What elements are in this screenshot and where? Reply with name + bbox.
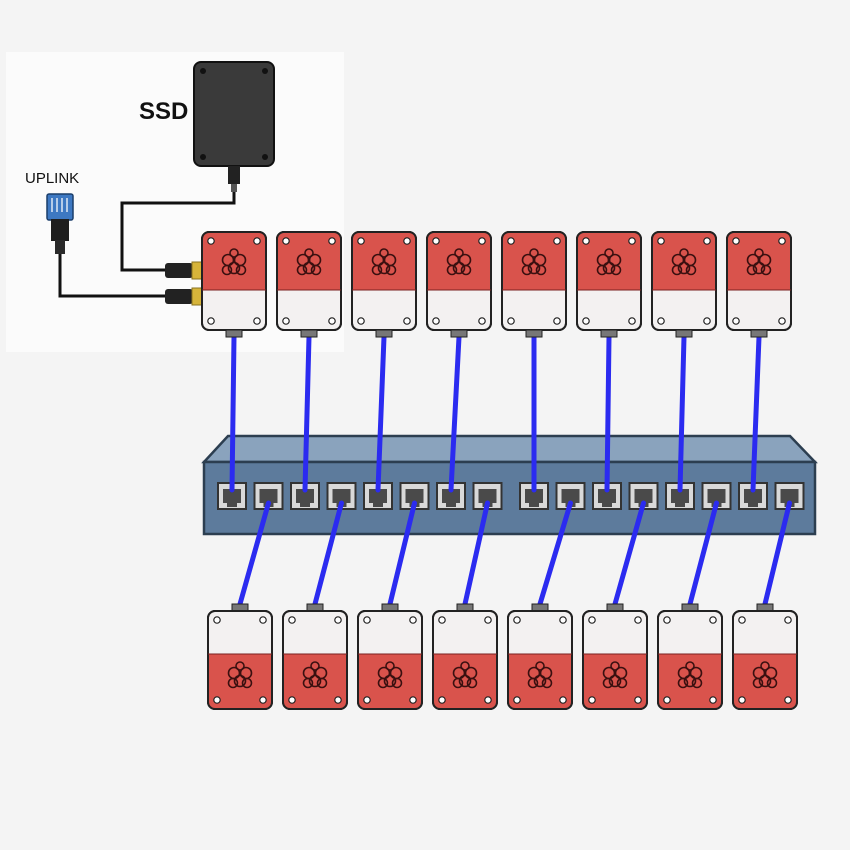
top-pi-node xyxy=(426,231,492,338)
top-pi-node xyxy=(651,231,717,338)
uplink-label: UPLINK xyxy=(25,170,79,187)
top-pi-node xyxy=(501,231,567,338)
uplink-ethernet-connector xyxy=(165,287,203,306)
top-node-cable xyxy=(302,334,312,493)
top-node-cable xyxy=(604,334,612,493)
bottom-nodes xyxy=(207,603,798,710)
ssd-usb-connector xyxy=(165,261,203,280)
bottom-node-cable xyxy=(387,500,417,607)
bottom-node-cable xyxy=(462,500,490,607)
switch-port xyxy=(253,482,284,510)
bottom-pi-node xyxy=(582,603,648,710)
ssd-label: SSD xyxy=(139,98,188,125)
bottom-node-cable xyxy=(537,500,573,607)
ssd xyxy=(193,61,275,192)
bottom-pi-node xyxy=(282,603,348,710)
switch-port xyxy=(399,482,430,510)
switch-port xyxy=(436,482,466,510)
switch-port xyxy=(701,482,732,510)
uplink-cable xyxy=(58,254,168,298)
bottom-pi-node xyxy=(207,603,273,710)
top-pi-node xyxy=(201,231,267,338)
bottom-pi-node xyxy=(732,603,798,710)
top-pi-node xyxy=(276,231,342,338)
bottom-node-cable xyxy=(687,500,719,607)
top-pi-node xyxy=(576,231,642,338)
bottom-node-cable xyxy=(312,500,344,607)
top-node-cable xyxy=(750,334,762,493)
ssd-cable xyxy=(120,192,236,272)
network-cables xyxy=(229,334,792,607)
bottom-node-cable xyxy=(762,500,792,607)
top-node-cable xyxy=(677,334,687,493)
top-nodes xyxy=(201,231,792,338)
top-node-cable xyxy=(448,334,462,493)
bottom-node-cable xyxy=(237,500,271,607)
bottom-pi-node xyxy=(357,603,423,710)
bottom-pi-node xyxy=(432,603,498,710)
bottom-pi-node xyxy=(657,603,723,710)
top-node-cable xyxy=(375,334,387,493)
uplink-plug xyxy=(46,193,74,254)
bottom-node-cable xyxy=(612,500,646,607)
top-pi-node xyxy=(351,231,417,338)
top-pi-node xyxy=(726,231,792,338)
bottom-pi-node xyxy=(507,603,573,710)
top-node-cable xyxy=(229,334,237,493)
